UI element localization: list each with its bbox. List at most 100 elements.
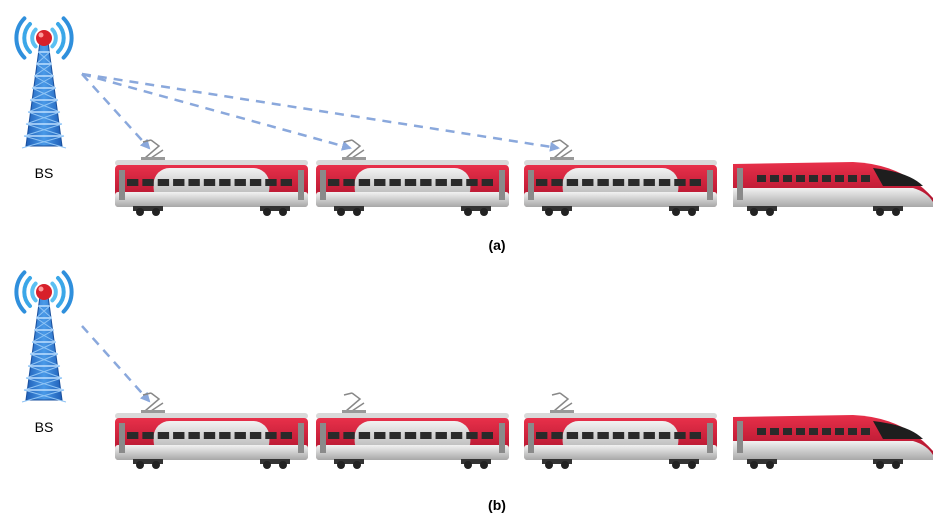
bogie bbox=[133, 206, 163, 216]
bogie bbox=[334, 459, 364, 469]
bogie bbox=[461, 459, 491, 469]
train-locomotive bbox=[733, 415, 933, 469]
window bbox=[188, 432, 200, 439]
window bbox=[249, 432, 262, 439]
base-station-label: BS bbox=[35, 419, 54, 435]
signal-waves-icon bbox=[14, 270, 74, 314]
pantograph-icon bbox=[141, 139, 165, 160]
caption-a: (a) bbox=[488, 237, 505, 253]
pantograph-icon bbox=[141, 392, 165, 413]
window bbox=[848, 428, 857, 435]
window bbox=[566, 432, 579, 439]
bogie bbox=[873, 206, 903, 216]
pantograph-icon bbox=[550, 392, 574, 413]
bogie bbox=[747, 459, 777, 469]
window bbox=[796, 428, 805, 435]
window bbox=[770, 175, 779, 182]
window bbox=[265, 432, 277, 439]
tower-structure bbox=[21, 295, 67, 403]
bogie bbox=[260, 206, 290, 216]
window bbox=[612, 432, 625, 439]
window bbox=[689, 432, 701, 439]
bogie bbox=[133, 459, 163, 469]
window bbox=[536, 179, 548, 186]
pantograph-icon bbox=[550, 139, 574, 160]
pantograph-icon bbox=[342, 139, 366, 160]
window bbox=[188, 179, 200, 186]
window bbox=[374, 179, 386, 186]
window bbox=[374, 432, 386, 439]
window bbox=[450, 179, 463, 186]
window bbox=[674, 432, 686, 439]
bogie bbox=[669, 206, 699, 216]
window bbox=[551, 432, 563, 439]
windshield bbox=[873, 421, 923, 439]
window bbox=[234, 179, 246, 186]
base-station-tower-icon bbox=[14, 16, 74, 149]
window bbox=[127, 179, 139, 186]
window bbox=[404, 432, 417, 439]
window bbox=[328, 432, 340, 439]
wireless-links bbox=[81, 325, 151, 403]
window bbox=[280, 179, 292, 186]
bogie bbox=[542, 459, 572, 469]
window bbox=[582, 179, 594, 186]
window bbox=[219, 432, 231, 439]
window bbox=[173, 179, 185, 186]
train bbox=[115, 392, 933, 469]
wireless-link-arrow bbox=[81, 72, 560, 152]
window bbox=[265, 179, 277, 186]
wireless-links bbox=[81, 72, 560, 152]
train-carriage bbox=[524, 392, 717, 469]
wireless-link-arrow bbox=[81, 72, 352, 151]
window bbox=[450, 432, 463, 439]
window bbox=[127, 432, 139, 439]
window bbox=[658, 432, 671, 439]
window bbox=[822, 428, 831, 435]
window bbox=[861, 175, 870, 182]
train-carriage bbox=[316, 139, 509, 216]
window bbox=[203, 432, 216, 439]
window bbox=[481, 179, 493, 186]
window bbox=[628, 179, 640, 186]
windshield bbox=[873, 168, 923, 186]
window bbox=[389, 179, 401, 186]
train bbox=[115, 139, 933, 216]
bogie bbox=[461, 206, 491, 216]
window bbox=[466, 179, 478, 186]
bogie bbox=[669, 459, 699, 469]
window bbox=[770, 428, 779, 435]
bogie bbox=[334, 206, 364, 216]
window bbox=[551, 179, 563, 186]
window bbox=[796, 175, 805, 182]
window bbox=[835, 175, 844, 182]
window bbox=[628, 432, 640, 439]
bogie bbox=[260, 459, 290, 469]
window bbox=[674, 179, 686, 186]
tower-structure bbox=[21, 41, 67, 149]
bogie bbox=[542, 206, 572, 216]
window bbox=[643, 432, 655, 439]
window bbox=[219, 179, 231, 186]
train-locomotive bbox=[733, 162, 933, 216]
window bbox=[612, 179, 625, 186]
window bbox=[343, 179, 355, 186]
wireless-link-arrow bbox=[81, 73, 151, 150]
window bbox=[358, 432, 371, 439]
pantograph-icon bbox=[342, 392, 366, 413]
base-station-tower-icon bbox=[14, 270, 74, 403]
window bbox=[481, 432, 493, 439]
window bbox=[389, 432, 401, 439]
window bbox=[234, 432, 246, 439]
beacon-light bbox=[36, 284, 52, 300]
base-station-label: BS bbox=[35, 165, 54, 181]
window bbox=[757, 175, 766, 182]
window bbox=[643, 179, 655, 186]
train-carriage bbox=[524, 139, 717, 216]
window bbox=[404, 179, 417, 186]
window bbox=[280, 432, 292, 439]
window bbox=[343, 432, 355, 439]
beacon-light bbox=[36, 30, 52, 46]
window bbox=[689, 179, 701, 186]
window bbox=[328, 179, 340, 186]
